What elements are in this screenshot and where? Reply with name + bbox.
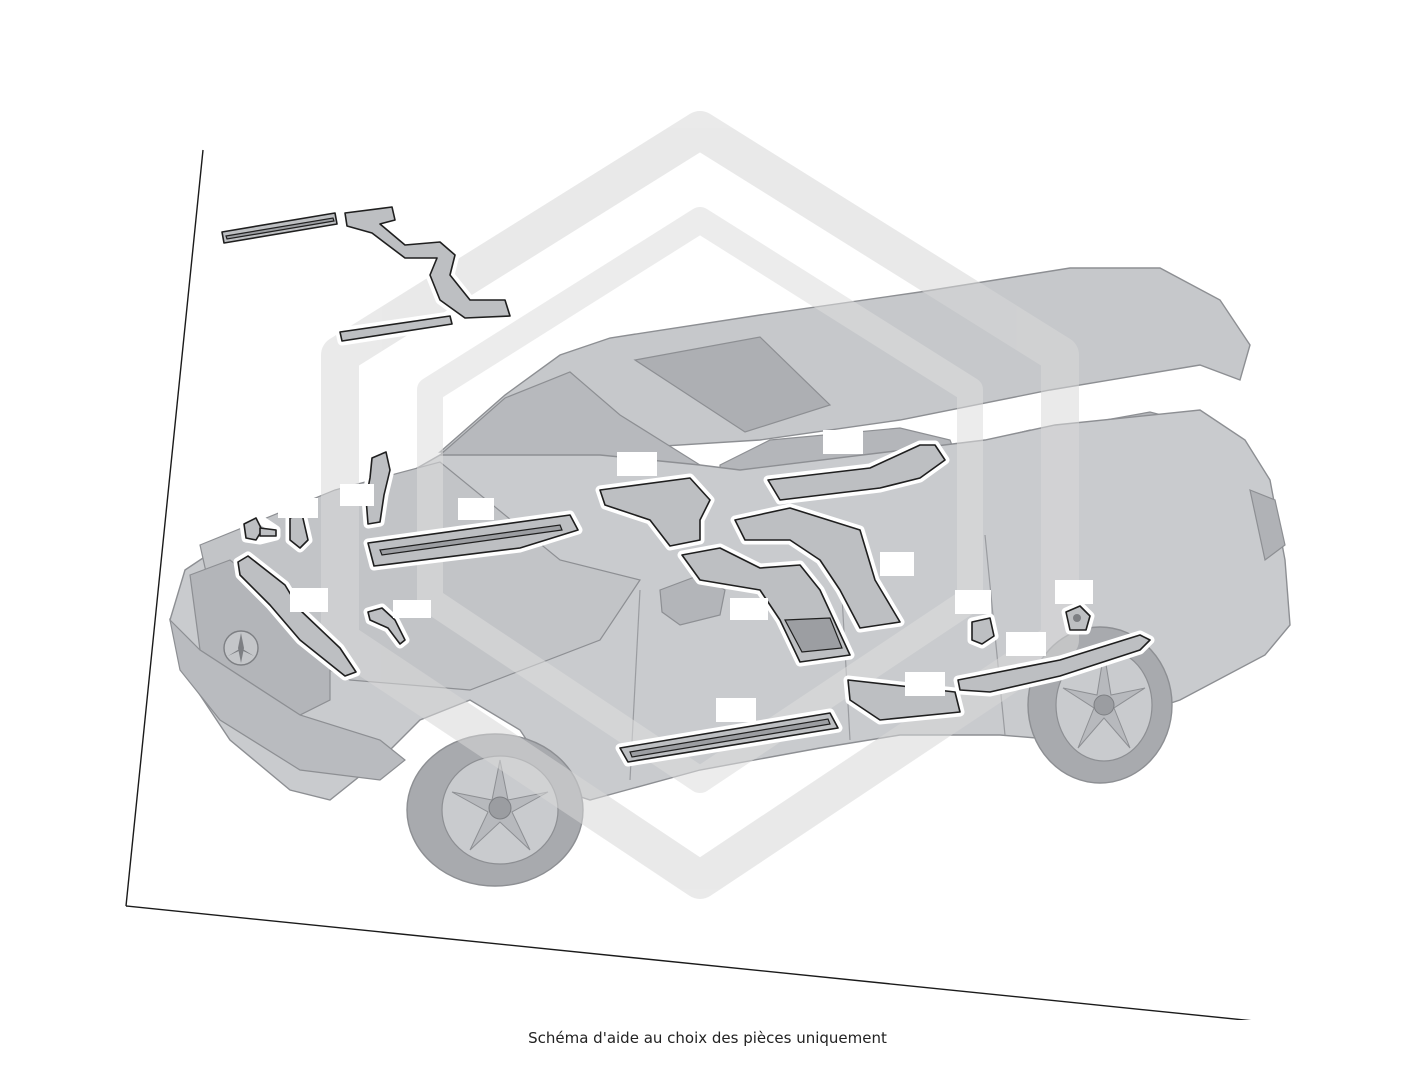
part-floor-tunnel [677,543,855,667]
callout-label-5 [823,430,863,454]
part-roof-rail-lower [335,311,457,346]
part-roof-bow-member [340,202,515,323]
callout-label-2 [340,484,374,506]
diagram-caption: Schéma d'aide au choix des pièces unique… [528,1029,887,1047]
callout-label-13 [905,672,945,696]
callout-label-14 [716,698,756,722]
callout-label-3 [458,498,494,520]
part-front-longitudinal-member [233,551,361,681]
callout-label-12 [1006,632,1046,656]
part-seat-cross-member [730,503,905,633]
frame-lines [125,149,1265,1023]
part-rear-floor-rail [953,630,1155,697]
part-rear-side-member-upper [763,440,950,505]
vehicle-rear-light [1249,489,1286,562]
part-bolt [239,513,281,545]
parts-diagram [125,111,1291,1023]
part-bent-bracket [363,603,410,649]
callout-label-10 [955,590,991,614]
part-front-cross-member [363,510,583,571]
vehicle-roof [438,267,1251,453]
vehicle-sunroof [633,336,832,433]
part-rear-clip [967,613,999,649]
part-mounting-clip [285,509,313,553]
brand-emblem [223,630,259,666]
callout-label-6 [880,552,914,576]
callout-label-8 [393,600,431,618]
callout-label-11 [1055,580,1093,604]
callout-labels [278,430,1093,722]
part-front-floor-panel [595,473,715,551]
vehicle-front-bumper [169,618,406,781]
part-nut [1061,601,1095,635]
callout-label-4 [617,452,657,476]
parts-group [217,202,1155,767]
callout-label-9 [730,598,768,620]
part-roof-rail-left [217,208,342,248]
part-side-sill [615,708,843,767]
callout-label-7 [290,588,328,612]
callout-label-1 [278,498,318,518]
